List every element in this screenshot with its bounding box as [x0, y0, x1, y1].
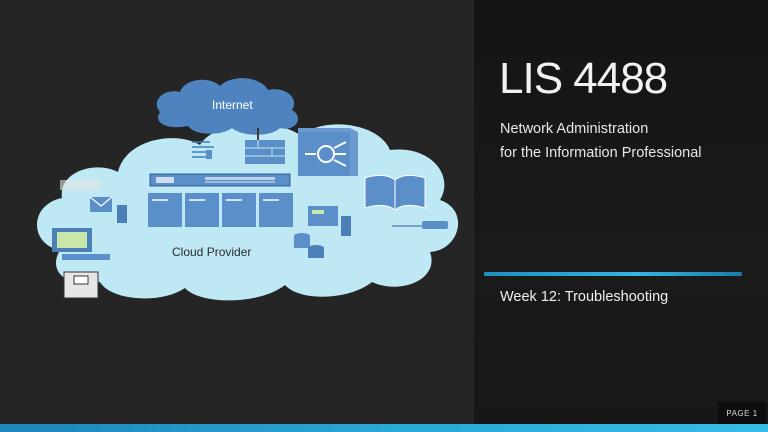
bottom-accent-bar	[0, 424, 768, 432]
week-title: Week 12: Troubleshooting	[500, 289, 669, 305]
server-rack-icon	[148, 193, 293, 227]
cable-device-icon	[392, 221, 448, 229]
email-icon	[89, 196, 127, 223]
certificate-icon	[52, 228, 110, 260]
monitor-icon	[308, 206, 351, 236]
page-number-badge: PAGE 1	[718, 402, 766, 426]
subtitle-line-2: for the Information Professional	[500, 145, 702, 161]
database-icon	[294, 233, 324, 258]
left-device-icon	[60, 180, 100, 299]
accent-divider	[484, 272, 742, 276]
router-icon	[298, 128, 358, 176]
document-icon	[192, 141, 214, 159]
subtitle-line-1: Network Administration	[500, 121, 649, 137]
network-diagram	[37, 78, 459, 301]
cloud-provider-label: Cloud Provider	[172, 245, 252, 259]
right-panel	[474, 0, 768, 432]
internet-label: Internet	[212, 98, 253, 112]
firewall-icon	[245, 140, 285, 164]
internet-cloud-shape	[156, 78, 299, 135]
switch-icon	[149, 173, 291, 187]
course-subtitle: Network Administration for the Informati…	[500, 117, 760, 165]
book-icon	[364, 174, 426, 211]
course-title: LIS 4488	[499, 54, 668, 103]
